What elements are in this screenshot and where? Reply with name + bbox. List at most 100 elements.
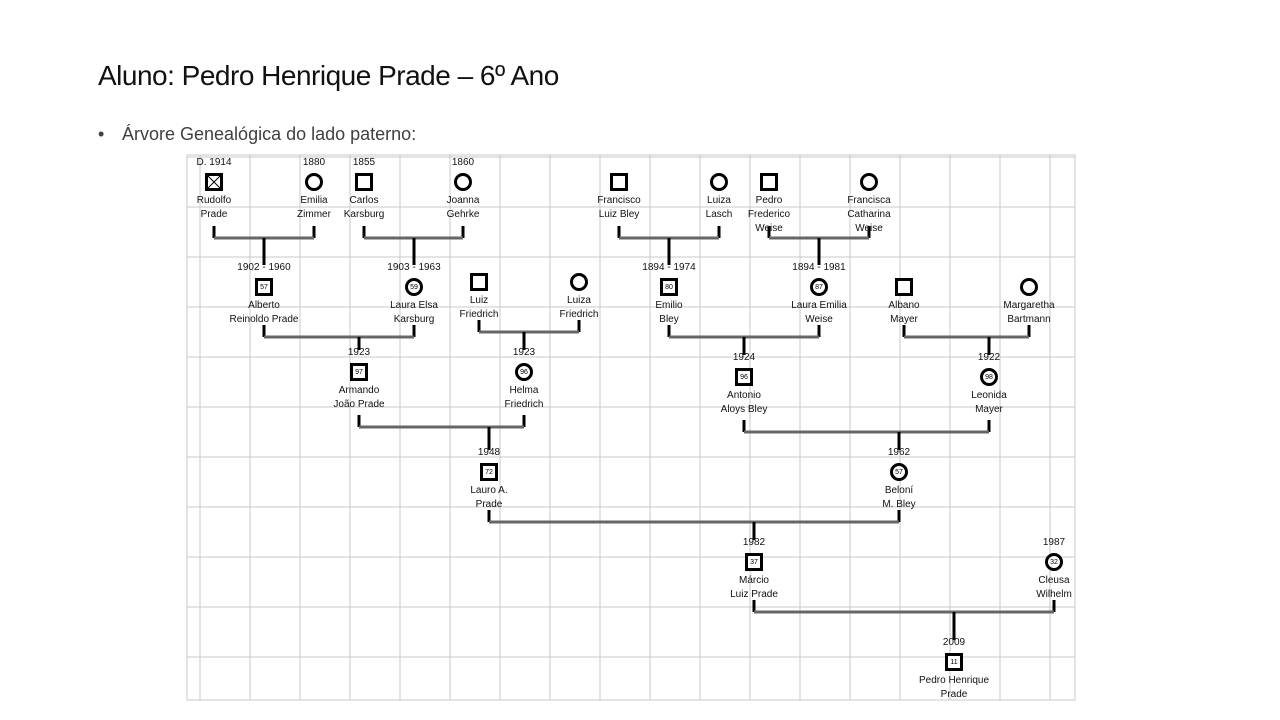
deceased-cross-icon (208, 176, 220, 188)
person-name-line: Armando (338, 385, 380, 396)
bullet-icon: • (98, 124, 105, 144)
male-square-icon[interactable]: 11 (945, 653, 963, 671)
male-square-icon[interactable] (895, 278, 913, 296)
person-name-line: Albano (888, 300, 920, 311)
person-name-line: Weise (805, 314, 833, 325)
person-name-line: Beloní (884, 485, 914, 496)
person-age: 57 (895, 468, 903, 476)
person-name-line: Margaretha (1003, 300, 1055, 311)
person-name-line: Mayer (975, 404, 1003, 415)
person-name-line: Gehrke (446, 209, 480, 220)
person-year: 1923 (512, 347, 536, 358)
person-name-line: Carlos (349, 195, 379, 206)
person-name-line: Catharina (847, 209, 891, 220)
person-name-line: Lauro A. (470, 485, 508, 496)
male-square-icon[interactable] (355, 173, 373, 191)
person-name-line: Cleusa (1038, 575, 1070, 586)
person-age: 87 (815, 283, 823, 291)
person-age: 72 (485, 468, 493, 476)
female-circle-icon[interactable] (710, 173, 728, 191)
person-name-line: Laura Emilia (791, 300, 847, 311)
person-age: 98 (985, 373, 993, 381)
person-name-line: Frederico (747, 209, 791, 220)
person-age: 97 (355, 368, 363, 376)
person-name-line: Reinoldo Prade (229, 314, 299, 325)
person-age: 80 (665, 283, 673, 291)
person-name-line: Emilio (655, 300, 683, 311)
person-name-line: Francisco (597, 195, 641, 206)
female-circle-icon[interactable]: 57 (890, 463, 908, 481)
person-year: 1948 (477, 447, 501, 458)
person-name-line: Bley (659, 314, 679, 325)
slide-title: Aluno: Pedro Henrique Prade – 6º Ano (98, 60, 559, 91)
person-name-line: Friedrich (459, 309, 499, 320)
male-square-icon[interactable]: 37 (745, 553, 763, 571)
person-name-line: Mayer (890, 314, 918, 325)
person-name-line: Laura Elsa (390, 300, 438, 311)
person-year: 1922 (977, 352, 1001, 363)
person-name-line: Prade (940, 689, 968, 700)
female-circle-icon[interactable]: 98 (980, 368, 998, 386)
person-age: 96 (520, 368, 528, 376)
person-name-line: Bartmann (1007, 314, 1051, 325)
person-name-line: Prade (475, 499, 503, 510)
female-circle-icon[interactable] (305, 173, 323, 191)
person-name-line: Weise (855, 223, 883, 234)
bullet-item: • Árvore Genealógica do lado paterno: (98, 124, 416, 145)
person-name-line: Pedro (755, 195, 783, 206)
person-name-line: Leonida (971, 390, 1007, 401)
female-circle-icon[interactable] (454, 173, 472, 191)
person-year: 1923 (347, 347, 371, 358)
person-name-line: Weise (755, 223, 783, 234)
female-circle-icon[interactable] (860, 173, 878, 191)
male-square-icon[interactable] (760, 173, 778, 191)
person-age: 11 (950, 658, 958, 666)
grid-border (186, 154, 1076, 701)
person-year: 1880 (302, 157, 326, 168)
person-name-line: Luiz (469, 295, 489, 306)
person-year: 1987 (1042, 537, 1066, 548)
female-circle-icon[interactable]: 59 (405, 278, 423, 296)
person-year: 1855 (352, 157, 376, 168)
person-name-line: M. Bley (882, 499, 916, 510)
person-year: 2009 (942, 637, 966, 648)
person-year: 1894 - 1974 (642, 262, 696, 273)
person-name-line: Karsburg (343, 209, 385, 220)
bullet-text: Árvore Genealógica do lado paterno: (122, 124, 417, 144)
person-name-line: Márcio (738, 575, 770, 586)
male-square-icon[interactable] (470, 273, 488, 291)
person-name-line: Francisca (847, 195, 891, 206)
male-square-icon[interactable]: 72 (480, 463, 498, 481)
female-circle-icon[interactable]: 87 (810, 278, 828, 296)
male-square-icon[interactable]: 96 (735, 368, 753, 386)
person-name-line: Luiza (707, 195, 731, 206)
person-name-line: Pedro Henrique (918, 675, 990, 686)
person-name-line: Lasch (705, 209, 733, 220)
person-name-line: Rudolfo (196, 195, 232, 206)
female-circle-icon[interactable] (1020, 278, 1038, 296)
male-square-icon[interactable]: 80 (660, 278, 678, 296)
person-name-line: Alberto (248, 300, 280, 311)
female-circle-icon[interactable]: 32 (1045, 553, 1063, 571)
person-year: 1903 - 1963 (387, 262, 441, 273)
person-year: 1982 (742, 537, 766, 548)
person-name-line: Antonio (727, 390, 761, 401)
female-circle-icon[interactable]: 96 (515, 363, 533, 381)
person-name-line: Zimmer (297, 209, 331, 220)
female-circle-icon[interactable] (570, 273, 588, 291)
person-name-line: Wilhelm (1036, 589, 1072, 600)
male-square-icon[interactable]: 57 (255, 278, 273, 296)
male-square-icon[interactable] (610, 173, 628, 191)
person-year: 1894 - 1981 (792, 262, 846, 273)
person-age: 37 (750, 558, 758, 566)
person-year: 1962 (887, 447, 911, 458)
person-name-line: Aloys Bley (720, 404, 768, 415)
person-year: 1924 (732, 352, 756, 363)
male-square-icon[interactable]: 97 (350, 363, 368, 381)
male-square-icon[interactable] (205, 173, 223, 191)
person-name-line: Joanna (446, 195, 480, 206)
person-year: 1860 (451, 157, 475, 168)
person-name-line: Friedrich (559, 309, 599, 320)
person-name-line: Luiz Bley (598, 209, 640, 220)
person-name-line: Luiza (567, 295, 591, 306)
